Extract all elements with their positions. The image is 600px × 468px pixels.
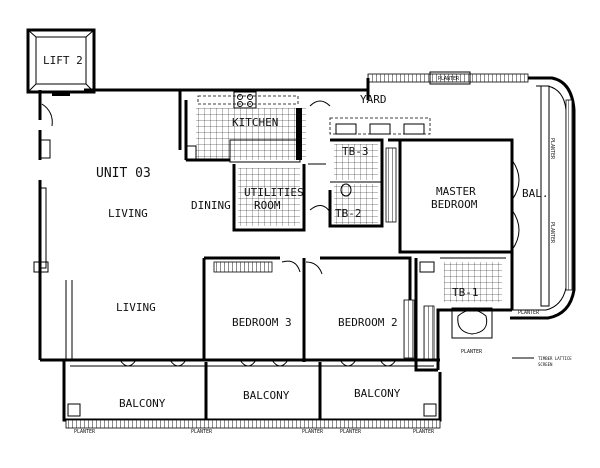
bal-label: BAL. [522,187,549,200]
balcony-left-label: BALCONY [119,397,166,410]
tb3-label: TB-3 [342,145,369,158]
planter-bottom-label-5: PLANTER [413,429,435,435]
balcony-right-label: BALCONY [354,387,401,400]
lift-shaft [26,28,96,96]
balcony-mid-label: BALCONY [243,389,290,402]
bedroom-3 [202,256,301,362]
timber-label-line1: TIMBER LATTICE [538,356,572,361]
right-balcony-edge [510,76,576,320]
tb2-label: TB-2 [335,207,362,220]
utilities-room [232,163,326,232]
timber-label-line2: SCREEN [538,362,553,367]
planter-small-label: PLANTER [518,310,540,316]
master-label-line1: MASTER [436,185,476,198]
tb1-label: TB-1 [452,286,479,299]
planter-bottom-label-1: PLANTER [74,429,96,435]
kitchen-label: KITCHEN [232,116,278,129]
planter-right-label-1: PLANTER [549,138,555,160]
left-side-details [33,103,73,360]
living-lower-label: LIVING [116,301,156,314]
planter-bottom-label-4: PLANTER [340,429,362,435]
lift-label: LIFT 2 [43,54,83,67]
planter-bottom-label-2: PLANTER [191,429,213,435]
yard-label: YARD [360,93,387,106]
bedroom2-label: BEDROOM 2 [338,316,398,329]
unit-label: UNIT 03 [96,166,151,181]
bottom-balcony [40,358,442,429]
planter-top-label: PLANTER [438,76,460,82]
living-upper-label: LIVING [108,207,148,220]
bedroom-2 [302,256,415,362]
tb3-tb2-bathrooms [309,138,397,228]
master-bedroom [398,140,520,254]
kitchen [184,91,306,163]
planter-right-label-2: PLANTER [549,222,555,244]
tb1-bathroom [414,257,506,372]
dining-label: DINING [191,199,231,212]
planter-tb1-label: PLANTER [461,349,483,355]
bedroom3-label: BEDROOM 3 [232,316,292,329]
planter-bottom-label-3: PLANTER [302,429,324,435]
master-label-line2: BEDROOM [431,198,478,211]
utilities-label-line1: UTILITIES [244,186,304,199]
yard [309,90,431,135]
utilities-label-line2: ROOM [254,199,281,212]
